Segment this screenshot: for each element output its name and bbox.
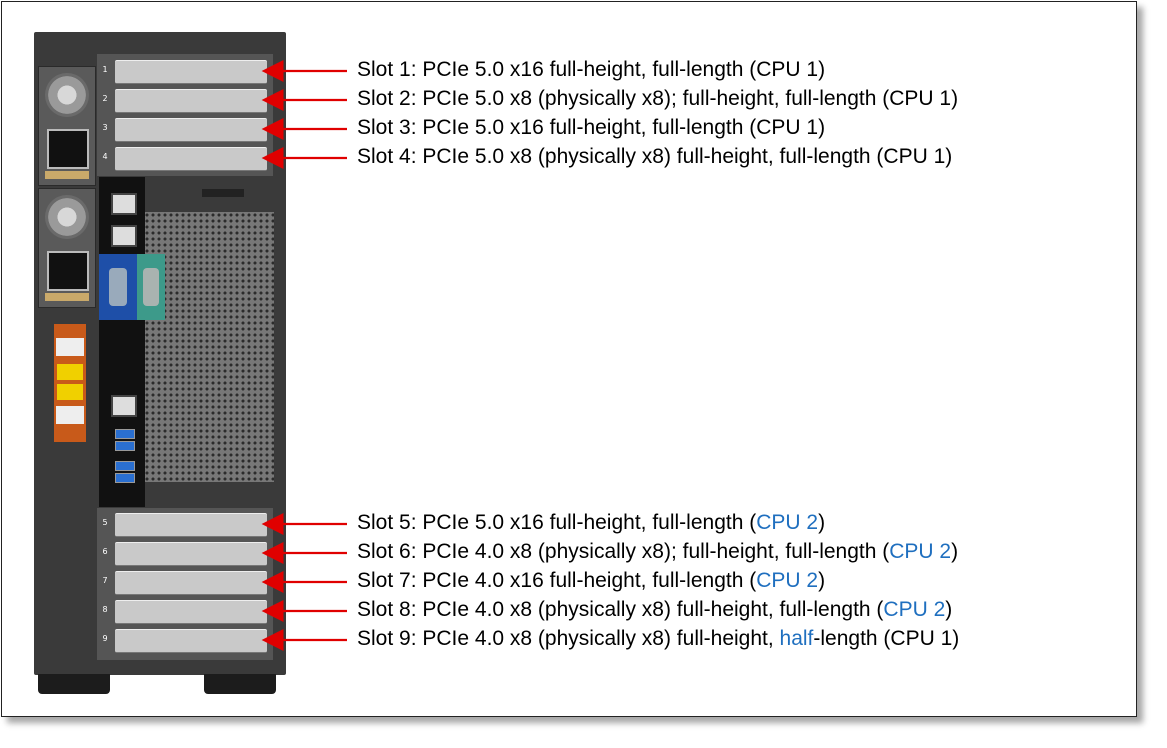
highlighted-text: half: [779, 627, 814, 650]
pcie-slot-2: [115, 89, 267, 113]
label-text: Slot 2: PCIe 5.0 x8 (physically x8); ful…: [357, 87, 959, 110]
pcie-slot-7: [115, 571, 267, 595]
label-text: ): [818, 511, 826, 534]
label-text: Slot 5: PCIe 5.0 x16 full-height, full-l…: [357, 511, 757, 534]
pcie-slot-4: [115, 147, 267, 171]
label-text: ): [951, 540, 959, 563]
warning-icon: [57, 384, 83, 400]
label-text: Slot 6: PCIe 4.0 x8 (physically x8); ful…: [357, 540, 890, 563]
usb-port-icon: [115, 441, 135, 451]
pcie-slot-bank-bottom: 5 6 7 8 9: [97, 508, 273, 660]
io-panel: [99, 177, 145, 507]
slot-number: 3: [102, 123, 108, 132]
label-text: -length (CPU 1): [813, 627, 960, 650]
label-sticker: [56, 338, 84, 356]
label-text: Slot 9: PCIe 4.0 x8 (physically x8) full…: [357, 627, 780, 650]
highlighted-text: CPU 2: [883, 598, 946, 621]
label-text: Slot 8: PCIe 4.0 x8 (physically x8) full…: [357, 598, 884, 621]
pcie-slot-6: [115, 542, 267, 566]
power-supply-1: [38, 66, 96, 186]
slot-number: 4: [102, 152, 108, 161]
slot-number: 7: [102, 576, 108, 585]
label-text: Slot 4: PCIe 5.0 x8 (physically x8) full…: [357, 145, 953, 168]
slot-number: 1: [102, 65, 108, 74]
highlighted-text: CPU 2: [756, 511, 819, 534]
vga-port: [99, 254, 137, 320]
slot-6-label: Slot 6: PCIe 4.0 x8 (physically x8); ful…: [357, 540, 958, 564]
chassis-handle: [202, 189, 244, 197]
warning-icon: [57, 364, 83, 380]
slot-3-label: Slot 3: PCIe 5.0 x16 full-height, full-l…: [357, 116, 825, 140]
management-port-icon: [111, 395, 137, 417]
slot-number: 8: [102, 605, 108, 614]
slot-1-label: Slot 1: PCIe 5.0 x16 full-height, full-l…: [357, 58, 825, 82]
ethernet-port-icon: [111, 193, 137, 215]
pcie-slot-5: [115, 513, 267, 537]
label-sticker: [56, 406, 84, 424]
fan-icon: [45, 73, 89, 117]
slot-number: 2: [102, 94, 108, 103]
serial-port: [137, 254, 165, 320]
power-inlet-icon: [47, 129, 89, 169]
label-text: Slot 1: PCIe 5.0 x16 full-height, full-l…: [357, 58, 826, 81]
pcie-slot-9: [115, 629, 267, 653]
slot-number: 6: [102, 547, 108, 556]
slot-number: 5: [102, 518, 108, 527]
power-inlet-icon: [47, 251, 89, 291]
slot-8-label: Slot 8: PCIe 4.0 x8 (physically x8) full…: [357, 598, 952, 622]
slot-9-label: Slot 9: PCIe 4.0 x8 (physically x8) full…: [357, 627, 959, 651]
slot-2-label: Slot 2: PCIe 5.0 x8 (physically x8); ful…: [357, 87, 958, 111]
fan-icon: [45, 195, 89, 239]
pcie-slot-8: [115, 600, 267, 624]
slot-4-label: Slot 4: PCIe 5.0 x8 (physically x8) full…: [357, 145, 952, 169]
figure-frame: 1 2 3 4 5 6 7 8 9 Slot 1: PCIe 5.0 x16 full-hei…: [1, 1, 1137, 717]
callout-arrows: [261, 60, 347, 651]
label-text: Slot 3: PCIe 5.0 x16 full-height, full-l…: [357, 116, 826, 139]
psu-handle: [45, 293, 89, 301]
slot-5-label: Slot 5: PCIe 5.0 x16 full-height, full-l…: [357, 511, 825, 535]
vga-connector-icon: [109, 268, 127, 306]
pcie-slot-3: [115, 118, 267, 142]
power-supply-2: [38, 188, 96, 308]
label-text: Slot 7: PCIe 4.0 x16 full-height, full-l…: [357, 569, 757, 592]
usb-port-icon: [115, 429, 135, 439]
ventilation-grille: [144, 212, 274, 482]
slot-number: 9: [102, 634, 108, 643]
slot-7-label: Slot 7: PCIe 4.0 x16 full-height, full-l…: [357, 569, 825, 593]
usb-port-icon: [115, 461, 135, 471]
psu-handle: [45, 171, 89, 179]
pcie-slot-bank-top: 1 2 3 4: [97, 54, 273, 176]
highlighted-text: CPU 2: [756, 569, 819, 592]
label-text: ): [945, 598, 953, 621]
highlighted-text: CPU 2: [889, 540, 952, 563]
label-text: ): [818, 569, 826, 592]
warning-labels: [54, 324, 86, 442]
pcie-slot-1: [115, 60, 267, 84]
usb-port-icon: [115, 473, 135, 483]
serial-connector-icon: [143, 268, 159, 306]
server-foot-right: [204, 674, 276, 694]
ethernet-port-icon: [111, 225, 137, 247]
server-foot-left: [38, 674, 110, 694]
